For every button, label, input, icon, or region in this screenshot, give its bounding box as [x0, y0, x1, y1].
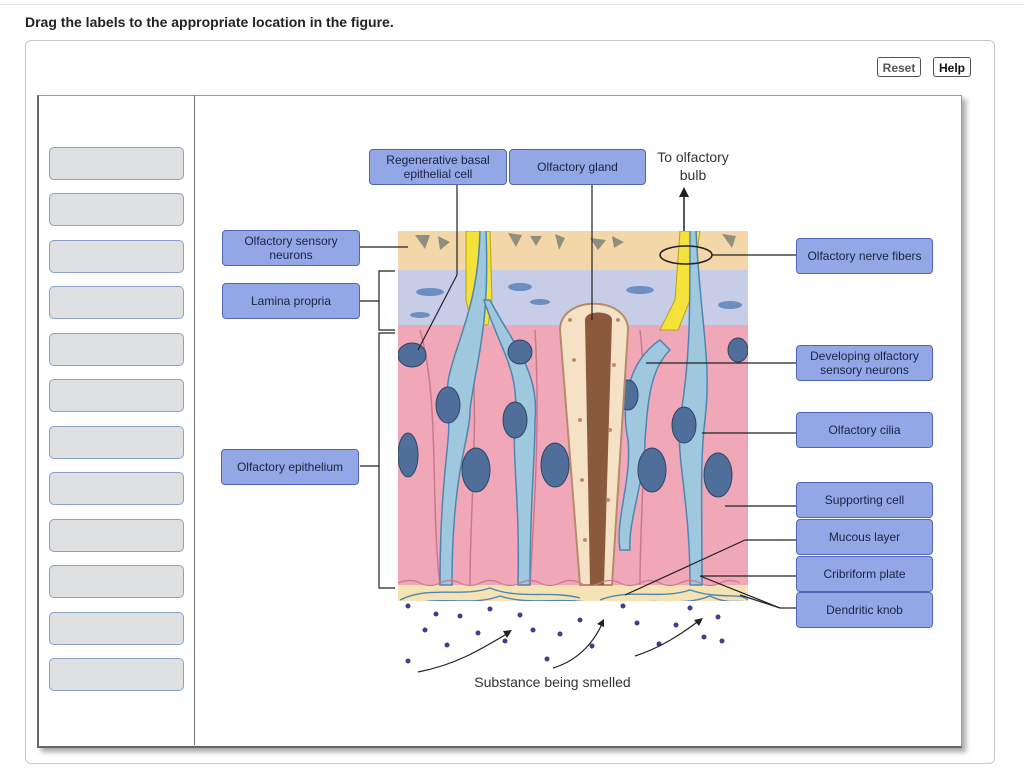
label-bank-slot[interactable] — [49, 193, 184, 226]
label-dendritic-knob[interactable]: Dendritic knob — [796, 592, 933, 628]
label-cribriform-plate[interactable]: Cribriform plate — [796, 556, 933, 592]
label-mucous-layer[interactable]: Mucous layer — [796, 519, 933, 555]
reset-button[interactable]: Reset — [877, 57, 921, 77]
label-olfactory-gland[interactable]: Olfactory gland — [509, 149, 646, 185]
label-olfactory-cilia[interactable]: Olfactory cilia — [796, 412, 933, 448]
label-developing-olfactory-sensory-neurons[interactable]: Developing olfactory sensory neurons — [796, 345, 933, 381]
label-bank-slot[interactable] — [49, 286, 184, 319]
label-bank-slot[interactable] — [49, 519, 184, 552]
to-olfactory-bulb-text: To olfactory bulb — [657, 149, 729, 183]
label-bank-slot[interactable] — [49, 565, 184, 598]
label-bank-slot[interactable] — [49, 472, 184, 505]
mucous-layer-band — [398, 585, 748, 601]
label-bank-slot[interactable] — [49, 658, 184, 691]
gland-duct — [585, 312, 612, 585]
help-button[interactable]: Help — [933, 57, 971, 77]
instruction-text: Drag the labels to the appropriate locat… — [25, 14, 394, 30]
label-bank-slot[interactable] — [49, 426, 184, 459]
bank-divider — [194, 95, 195, 745]
top-divider — [0, 4, 1024, 5]
label-olfactory-epithelium[interactable]: Olfactory epithelium — [221, 449, 359, 485]
label-olfactory-nerve-fibers[interactable]: Olfactory nerve fibers — [796, 238, 933, 274]
label-bank-slot[interactable] — [49, 333, 184, 366]
label-supporting-cell[interactable]: Supporting cell — [796, 482, 933, 518]
label-bank-slot[interactable] — [49, 379, 184, 412]
label-bank-slot[interactable] — [49, 240, 184, 273]
label-bank-slot[interactable] — [49, 612, 184, 645]
substance-being-smelled-text: Substance being smelled — [474, 674, 631, 690]
label-olfactory-sensory-neurons[interactable]: Olfactory sensory neurons — [222, 230, 360, 266]
label-bank-slot[interactable] — [49, 147, 184, 180]
label-regenerative-basal-epithelial-cell[interactable]: Regenerative basal epithelial cell — [369, 149, 507, 185]
label-lamina-propria[interactable]: Lamina propria — [222, 283, 360, 319]
